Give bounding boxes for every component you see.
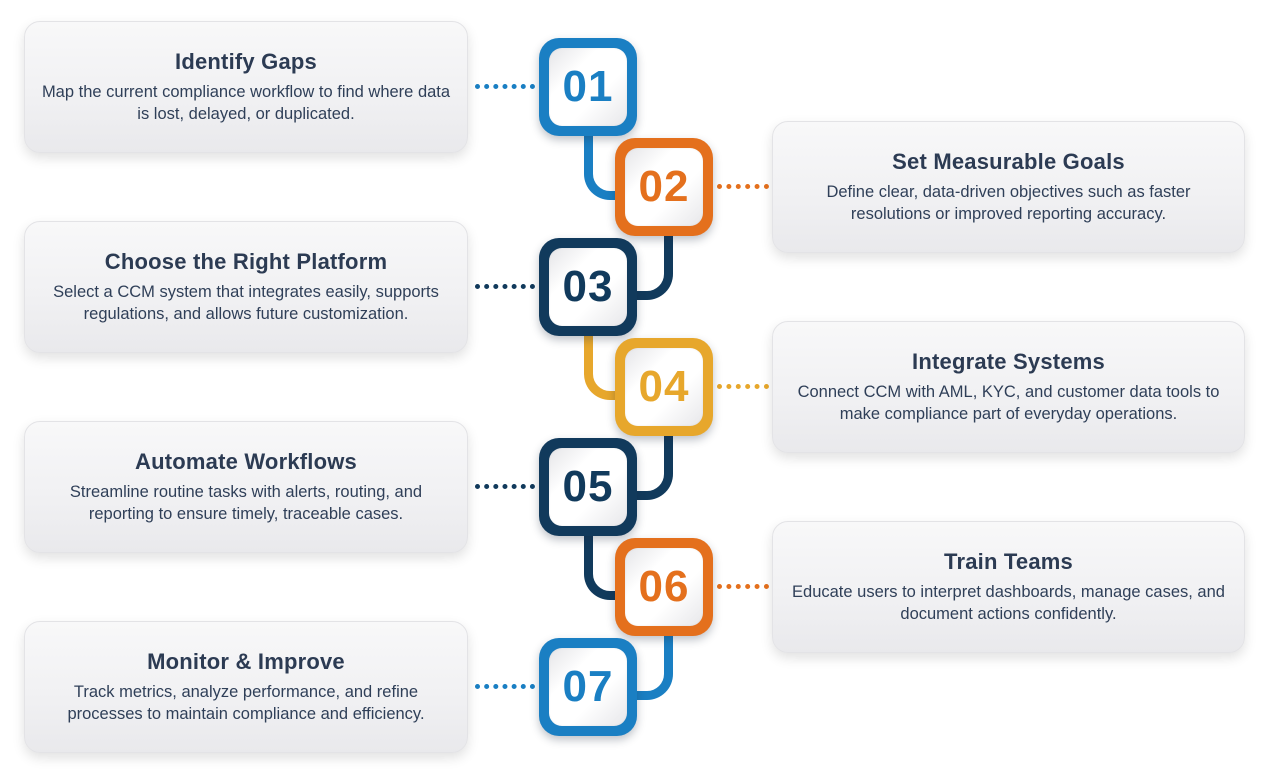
step-card: Automate Workflows Streamline routine ta… bbox=[24, 421, 468, 553]
dotted-leader-line bbox=[717, 184, 769, 189]
step-description: Define clear, data-driven objectives suc… bbox=[826, 182, 1191, 223]
step-title: Train Teams bbox=[944, 548, 1073, 574]
step-number-badge: 04 bbox=[615, 338, 713, 436]
step-number: 03 bbox=[562, 262, 614, 311]
step-number-tile: 03 bbox=[549, 248, 627, 326]
step-number-tile: 01 bbox=[549, 48, 627, 126]
dotted-leader-line bbox=[717, 384, 769, 389]
step-number-tile: 04 bbox=[625, 348, 703, 426]
step-number-tile: 05 bbox=[549, 448, 627, 526]
step-title: Choose the Right Platform bbox=[104, 248, 388, 274]
step-number: 01 bbox=[562, 62, 614, 111]
step-description: Educate users to interpret dashboards, m… bbox=[792, 582, 1225, 623]
step-number: 04 bbox=[638, 362, 690, 411]
curve-connector bbox=[584, 330, 624, 400]
step-description: Select a CCM system that integrates easi… bbox=[53, 282, 439, 323]
step-card: Choose the Right Platform Select a CCM s… bbox=[24, 221, 468, 353]
step-number-tile: 07 bbox=[549, 648, 627, 726]
step-title: Integrate Systems bbox=[912, 348, 1105, 374]
step-title: Identify Gaps bbox=[175, 48, 317, 74]
step-number-tile: 06 bbox=[625, 548, 703, 626]
step-card: Integrate Systems Connect CCM with AML, … bbox=[772, 321, 1245, 453]
step-number: 06 bbox=[638, 562, 690, 611]
dotted-leader-line bbox=[475, 84, 535, 89]
curve-connector bbox=[629, 230, 673, 300]
step-card: Monitor & Improve Track metrics, analyze… bbox=[24, 621, 468, 753]
step-number-badge: 07 bbox=[539, 638, 637, 736]
step-number: 05 bbox=[562, 462, 614, 511]
step-description: Map the current compliance workflow to f… bbox=[41, 82, 451, 123]
step-title: Monitor & Improve bbox=[147, 648, 345, 674]
step-number-badge: 03 bbox=[539, 238, 637, 336]
step-description: Streamline routine tasks with alerts, ro… bbox=[69, 482, 423, 523]
dotted-leader-line bbox=[475, 684, 535, 689]
step-title: Automate Workflows bbox=[135, 448, 357, 474]
step-title: Set Measurable Goals bbox=[892, 148, 1125, 174]
step-number-badge: 02 bbox=[615, 138, 713, 236]
step-number: 07 bbox=[562, 662, 614, 711]
step-number: 02 bbox=[638, 162, 690, 211]
step-card: Train Teams Educate users to interpret d… bbox=[772, 521, 1245, 653]
step-description: Track metrics, analyze performance, and … bbox=[67, 682, 425, 723]
dotted-leader-line bbox=[717, 584, 769, 589]
dotted-leader-line bbox=[475, 484, 535, 489]
step-description: Connect CCM with AML, KYC, and customer … bbox=[797, 382, 1220, 423]
curve-connector bbox=[584, 530, 624, 600]
curve-connector bbox=[584, 130, 624, 200]
step-number-badge: 01 bbox=[539, 38, 637, 136]
step-number-badge: 05 bbox=[539, 438, 637, 536]
step-number-badge: 06 bbox=[615, 538, 713, 636]
step-card: Set Measurable Goals Define clear, data-… bbox=[772, 121, 1245, 253]
step-number-tile: 02 bbox=[625, 148, 703, 226]
curve-connector bbox=[629, 630, 673, 700]
step-card: Identify Gaps Map the current compliance… bbox=[24, 21, 468, 153]
curve-connector bbox=[629, 430, 673, 500]
dotted-leader-line bbox=[475, 284, 535, 289]
